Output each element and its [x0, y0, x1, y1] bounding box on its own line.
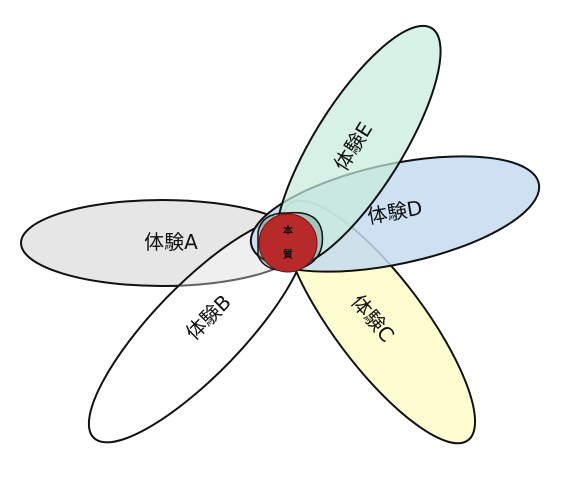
core-label-line1: 本 [283, 224, 294, 237]
core-label-line2: 質 [283, 248, 293, 261]
core-essence-circle [258, 213, 318, 273]
label-experience-a: 体験A [144, 230, 198, 254]
